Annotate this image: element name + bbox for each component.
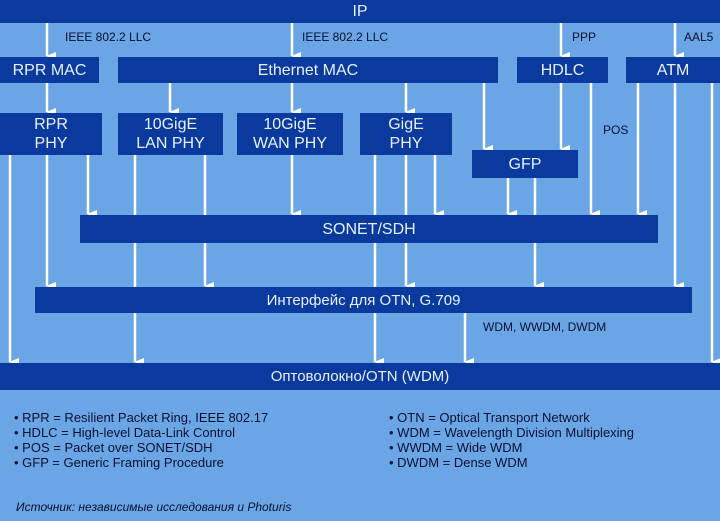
gige-phy-box: GigE PHY (360, 113, 452, 155)
legend-left: RPR = Resilient Packet Ring, IEEE 802.17… (14, 410, 268, 470)
rpr-phy-line1: RPR (34, 116, 68, 133)
gfp-box: GFP (472, 150, 578, 178)
rpr-phy-box: RPR PHY (0, 113, 102, 155)
legend-item: GFP = Generic Framing Procedure (14, 455, 268, 470)
legend-item: WWDM = Wide WDM (389, 440, 634, 455)
otn-interface-box: Интерфейс для OTN, G.709 (35, 287, 692, 313)
llc-label-1: IEEE 802.2 LLC (65, 30, 152, 44)
optical-otn-box: Оптоволокно/OTN (WDM) (0, 363, 720, 390)
legend-item: OTN = Optical Transport Network (389, 410, 634, 425)
gige-phy-line1: GigE (388, 116, 424, 133)
gige-phy-line2: PHY (389, 135, 423, 152)
atm-box: ATM (626, 57, 720, 83)
lan-phy-box: 10GigE LAN PHY (118, 113, 223, 155)
lan-phy-line1: 10GigE (143, 116, 198, 133)
ppp-label: PPP (572, 30, 597, 44)
aal5-label: AAL5 (684, 30, 714, 44)
wan-phy-line2: WAN PHY (252, 135, 328, 152)
legend-item: RPR = Resilient Packet Ring, IEEE 802.17 (14, 410, 268, 425)
ethernet-mac-box: Ethernet MAC (118, 57, 498, 83)
pos-label: POS (603, 123, 629, 137)
lan-phy-line2: LAN PHY (136, 135, 205, 152)
legend-item: WDM = Wavelength Division Multiplexing (389, 425, 634, 440)
legend-item: DWDM = Dense WDM (389, 455, 634, 470)
rpr-mac-box: RPR MAC (0, 57, 99, 83)
wan-phy-line1: 10GigE (263, 116, 317, 133)
wan-phy-box: 10GigE WAN PHY (237, 113, 343, 155)
llc-label-2: IEEE 802.2 LLC (302, 30, 389, 44)
sonet-sdh-box: SONET/SDH (80, 215, 658, 243)
wdm-label: WDM, WWDM, DWDM (483, 320, 607, 334)
legend-item: HDLC = High-level Data-Link Control (14, 425, 268, 440)
ip-box: IP (0, 0, 720, 23)
legend-item: POS = Packet over SONET/SDH (14, 440, 268, 455)
rpr-phy-line2: PHY (34, 135, 68, 152)
legend-right: OTN = Optical Transport Network WDM = Wa… (389, 410, 634, 470)
source-note: Источник: независимые исследования и Pho… (16, 500, 292, 514)
hdlc-box: HDLC (517, 57, 608, 83)
